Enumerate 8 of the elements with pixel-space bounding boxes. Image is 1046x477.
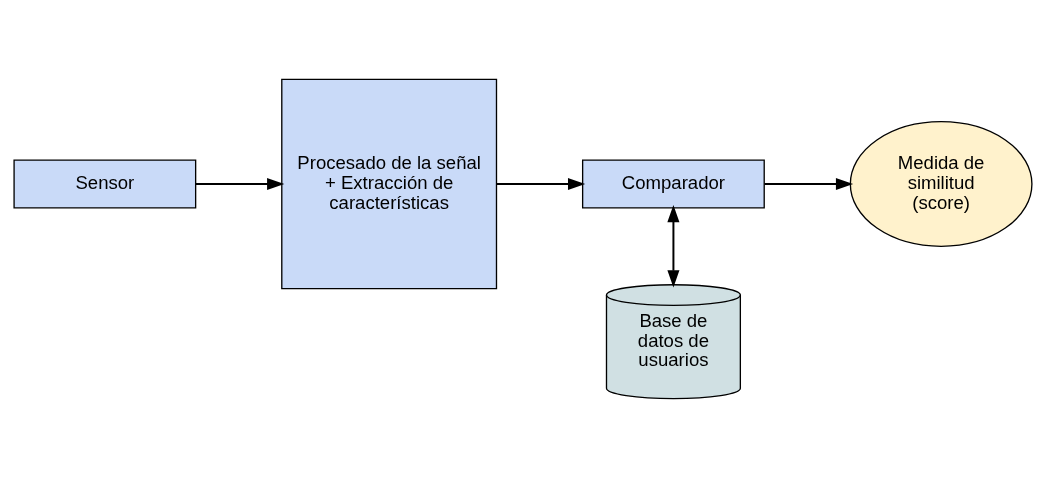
arrow <box>194 177 285 190</box>
node-ellipse: Medida de similitud (score) <box>849 120 1033 247</box>
node-box: Procesado de la señal + Extracción de características <box>281 78 498 289</box>
arrow <box>763 177 854 190</box>
node-box: Comparador <box>581 158 765 209</box>
arrow <box>667 204 680 287</box>
arrow <box>495 177 586 190</box>
node-box: Sensor <box>13 158 197 209</box>
